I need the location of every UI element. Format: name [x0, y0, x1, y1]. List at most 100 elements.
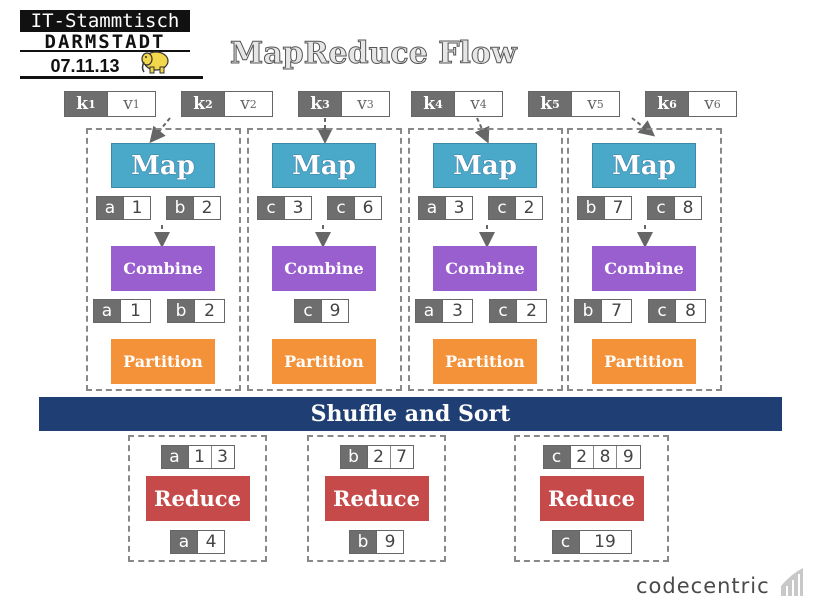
combine-box: Combine: [592, 246, 696, 291]
partition-box: Partition: [111, 339, 215, 384]
combine-box: Combine: [272, 246, 376, 291]
pair-value: 3: [446, 197, 472, 219]
input-value-index: 4: [479, 97, 487, 111]
group-value: 8: [593, 446, 618, 468]
reducer-container: [514, 435, 669, 562]
mapper-container: [247, 128, 402, 391]
pair-key: b: [168, 300, 195, 322]
pair-value: 8: [676, 300, 705, 322]
pair-key: b: [578, 197, 605, 219]
pair-key: a: [97, 197, 124, 219]
group-value: 9: [617, 446, 640, 468]
input-value-index: 3: [366, 97, 374, 111]
map-box: Map: [272, 143, 376, 188]
combine-box: Combine: [111, 246, 215, 291]
input-value-index: 1: [132, 97, 140, 111]
brand-name: codecentric: [636, 574, 770, 598]
reduce-box: Reduce: [324, 476, 429, 521]
pair-value: 2: [194, 197, 220, 219]
pair-key: a: [419, 197, 446, 219]
input-key-index: 5: [552, 97, 560, 111]
partition-box: Partition: [592, 339, 696, 384]
pair-value: 4: [198, 531, 224, 553]
logo-line-2: DARMSTADT: [20, 32, 190, 52]
mapper-container: [408, 128, 563, 391]
group-value: 7: [390, 446, 413, 468]
pair-key: a: [171, 531, 198, 553]
input-key-index: 6: [669, 97, 677, 111]
pair-key: b: [350, 531, 377, 553]
pair-value: 1: [121, 300, 150, 322]
logo-line-1: IT-Stammtisch: [20, 10, 190, 32]
pair-value: 2: [195, 300, 224, 322]
pair-key: c: [649, 300, 676, 322]
pair-key: a: [416, 300, 443, 322]
partition-box: Partition: [433, 339, 537, 384]
input-key-index: 3: [322, 97, 330, 111]
partition-box: Partition: [272, 339, 376, 384]
pair-value: 6: [355, 197, 381, 219]
logo-underline: [20, 76, 203, 79]
input-key-index: 4: [435, 97, 443, 111]
group-key: c: [543, 446, 571, 468]
pair-value: 7: [602, 300, 631, 322]
pair-value: 9: [377, 531, 403, 553]
pair-key: a: [94, 300, 121, 322]
pair-value: 9: [322, 300, 348, 322]
pair-value: 1: [124, 197, 150, 219]
pair-key: b: [167, 197, 194, 219]
input-key-index: 1: [88, 97, 96, 111]
group-value: 1: [188, 446, 212, 468]
pair-value: 2: [516, 197, 542, 219]
reducer-container: [307, 435, 446, 562]
group-value: 3: [211, 446, 234, 468]
pair-key: c: [552, 531, 580, 553]
page-title: MapReduce Flow: [230, 36, 518, 72]
pair-value: 19: [579, 531, 631, 553]
shuffle-and-sort-bar: Shuffle and Sort: [39, 397, 782, 431]
group-value: 2: [367, 446, 391, 468]
pair-key: c: [648, 197, 675, 219]
logo-date: 07.11.13: [50, 56, 120, 76]
pair-key: c: [295, 300, 322, 322]
pair-value: 7: [605, 197, 631, 219]
pair-key: c: [258, 197, 285, 219]
reduce-box: Reduce: [145, 476, 250, 521]
pair-key: b: [575, 300, 602, 322]
pair-value: 3: [285, 197, 311, 219]
pair-value: 3: [443, 300, 472, 322]
reduce-box: Reduce: [539, 476, 644, 521]
mapper-container: [567, 128, 722, 391]
